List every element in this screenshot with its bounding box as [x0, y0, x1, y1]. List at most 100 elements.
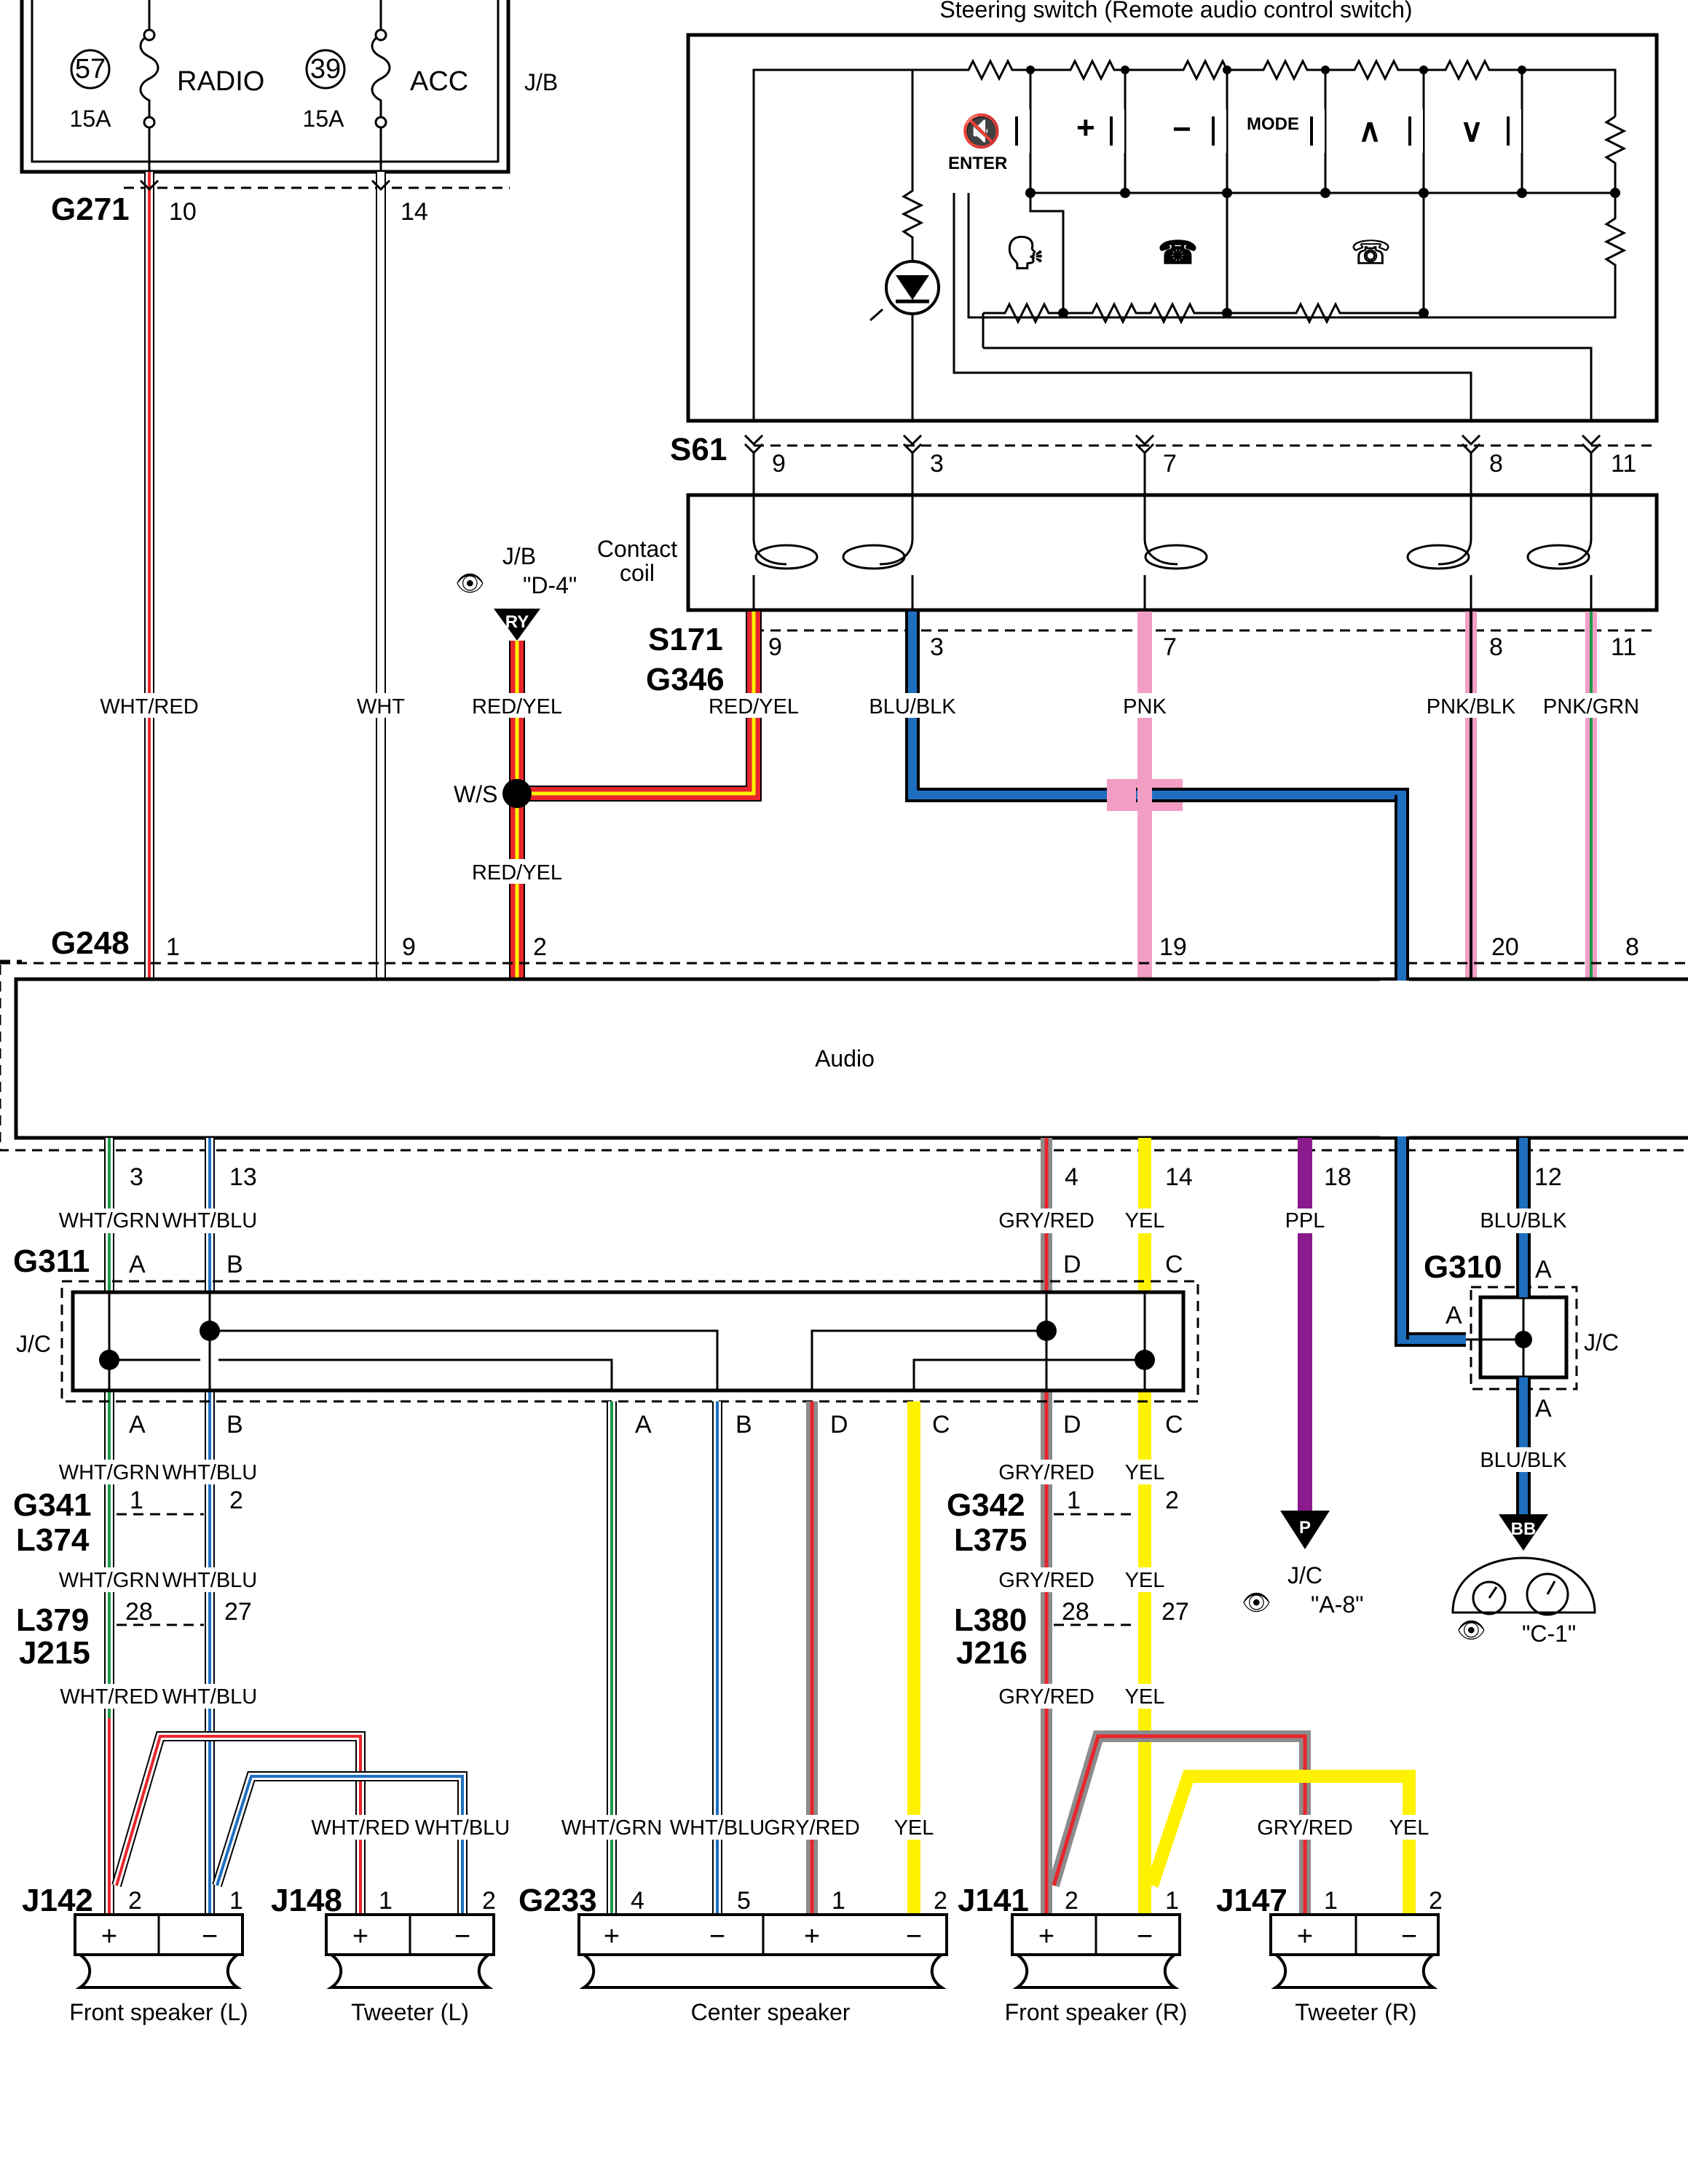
s171-pin-8: 8 — [1489, 633, 1503, 661]
audio-unit: Audio — [0, 795, 1688, 1340]
j142-pin-1: 1 — [229, 1887, 243, 1915]
j141-label: J141 — [958, 1883, 1029, 1918]
l380-label: L380 — [954, 1602, 1027, 1638]
g233-pin-4: 4 — [631, 1887, 644, 1915]
wire-label-wht-grn-1: WHT/GRN — [59, 1209, 160, 1233]
speaker-tweeter-left: + − Tweeter (L) — [325, 1913, 495, 2025]
switch-down-label: ∨ — [1460, 113, 1483, 149]
front-left-minus: − — [202, 1921, 218, 1952]
audio-label: Audio — [815, 1045, 875, 1072]
right-branch-labels: GRY/RED YEL G342 L375 1 2 GRY/RED YEL L3… — [947, 1460, 1189, 1709]
wire-label-gry-red-3: GRY/RED — [998, 1569, 1095, 1592]
wire-label-wht-blu-3: WHT/BLU — [162, 1569, 258, 1592]
s61-pin-11: 11 — [1611, 450, 1636, 478]
l375-label: L375 — [954, 1522, 1027, 1558]
g233-pin-1: 1 — [832, 1887, 845, 1915]
ry-tag: RY — [505, 612, 529, 632]
g310-label: G310 — [1424, 1249, 1502, 1285]
wire-label-blu-blk-2: BLU/BLK — [1480, 1209, 1567, 1233]
g342-pin-1: 1 — [1067, 1487, 1081, 1514]
g248-label: G248 — [51, 925, 130, 961]
jb-reference-d4: J/B 👁 "D-4" RY — [455, 543, 577, 641]
jc-label-right: J/C — [1584, 1329, 1619, 1356]
meter-ref: "C-1" — [1522, 1621, 1576, 1647]
j147-pin-2: 2 — [1429, 1887, 1443, 1915]
connector-g271: G271 10 14 — [51, 186, 510, 227]
fuse-39-name: ACC — [410, 66, 468, 97]
switch-enter-label: ENTER — [948, 154, 1007, 173]
connector-g310: G310 A A J/C A BLU/BLK BLU/BLK BB 👁 "C-1… — [1424, 1138, 1619, 1647]
wire-label-wht-blu-tweeter: WHT/BLU — [415, 1816, 510, 1840]
wire-red-yel: W/S RED/YEL RED/YEL RED/YEL — [454, 612, 799, 979]
jc-out-c-center: C — [932, 1411, 950, 1439]
jc-out-c-right: C — [1165, 1411, 1183, 1439]
fuse-39-badge — [305, 49, 346, 90]
j147-label: J147 — [1216, 1883, 1287, 1918]
switch-mode-label: MODE — [1247, 114, 1299, 134]
g248-pin-2: 2 — [533, 933, 547, 961]
wire-label-pnk-grn: PNK/GRN — [1543, 695, 1639, 719]
front-left-plus: + — [101, 1921, 117, 1952]
s61-label: S61 — [670, 432, 727, 467]
steering-switch: Steering switch (Remote audio control sw… — [686, 0, 1659, 423]
speaker-tweeter-right: + − Tweeter (R) — [1269, 1913, 1440, 2025]
contact-coil-label-2: coil — [620, 560, 655, 586]
fuse-39-symbol — [371, 0, 391, 172]
wire-wht-blu-left: WHT/BLU — [162, 1138, 257, 1915]
g342-label: G342 — [947, 1487, 1025, 1523]
s61-pin-9: 9 — [772, 450, 786, 478]
wire-label-blu-blk-1: BLU/BLK — [869, 695, 956, 719]
g248-pin-8: 8 — [1625, 933, 1639, 961]
left-branch-labels: WHT/GRN WHT/BLU G341 L374 1 2 WHT/GRN WH… — [13, 1460, 257, 1709]
wire-label-wht-red-tweeter: WHT/RED — [311, 1816, 409, 1840]
audio-pin-3: 3 — [130, 1163, 143, 1191]
g271-label: G271 — [51, 191, 130, 227]
wire-label-wht-blu-4: WHT/BLU — [162, 1685, 258, 1709]
s171-pin-3: 3 — [930, 633, 944, 661]
front-right-minus: − — [1137, 1921, 1153, 1952]
wire-label-wht-grn-2: WHT/GRN — [59, 1461, 160, 1484]
audio-pin-4: 4 — [1065, 1163, 1078, 1191]
connector-g311: G311 A B D C J/C A B A B D C D C — [13, 1243, 1199, 1439]
wire-label-wht-red: WHT/RED — [100, 695, 198, 719]
eye-icon: 👁 — [455, 570, 485, 596]
s61-pin-8: 8 — [1489, 450, 1503, 478]
tweeter-right-minus: − — [1401, 1921, 1417, 1952]
wire-wht-acc: WHT — [353, 172, 409, 979]
g311-letter-c: C — [1165, 1251, 1183, 1278]
switch-row-top: 🔇 ENTER + − MODE ∧ ∨ — [948, 66, 1620, 313]
g311-letter-d: D — [1063, 1251, 1081, 1278]
resistor-ladder-top — [947, 58, 1617, 116]
wire-gry-red-right: GRY/RED — [998, 1138, 1095, 1915]
speaker-connectors: J142 2 1 J148 1 2 G233 4 5 1 2 J141 2 1 … — [22, 1883, 1443, 1918]
l379-pin-28: 28 — [125, 1598, 153, 1626]
j216-label: J216 — [956, 1635, 1028, 1671]
wire-wht-red-radio: WHT/RED — [98, 172, 200, 979]
fuse-39-number: 39 — [310, 54, 341, 84]
junction-block: 57 15A RADIO 39 15A ACC J/B — [20, 0, 558, 174]
s171-pin-9: 9 — [768, 633, 782, 661]
front-right-plus: + — [1038, 1921, 1054, 1952]
j141-pin-2: 2 — [1065, 1887, 1078, 1915]
l379-pin-27: 27 — [224, 1598, 252, 1626]
j148-pin-2: 2 — [482, 1887, 496, 1915]
l380-pin-27: 27 — [1162, 1598, 1189, 1626]
wire-label-ppl: PPL — [1285, 1209, 1325, 1233]
switch-offhook-icon: ☎ — [1158, 235, 1198, 271]
wire-label-wht: WHT — [357, 695, 405, 719]
g248-pin-9: 9 — [402, 933, 416, 961]
jb-ref-label: J/B — [502, 543, 536, 569]
g341-pin-1: 1 — [130, 1487, 143, 1514]
fuse-57-number: 57 — [75, 54, 106, 84]
wire-label-yel-tweeter: YEL — [1389, 1816, 1429, 1840]
front-right-name: Front speaker (R) — [1005, 1999, 1188, 2025]
center-minus-1: − — [709, 1921, 725, 1952]
l374-label: L374 — [16, 1522, 90, 1558]
wire-label-gry-red-2: GRY/RED — [998, 1461, 1095, 1484]
wire-pnk-blk: PNK/BLK — [1424, 612, 1518, 979]
audio-pin-12: 12 — [1534, 1163, 1562, 1191]
jc-out-d-right: D — [1063, 1411, 1081, 1439]
wire-yel-right: YEL — [1121, 1138, 1168, 1915]
center-minus-2: − — [906, 1921, 922, 1952]
speaker-front-left: + − Front speaker (L) — [69, 1913, 248, 2025]
